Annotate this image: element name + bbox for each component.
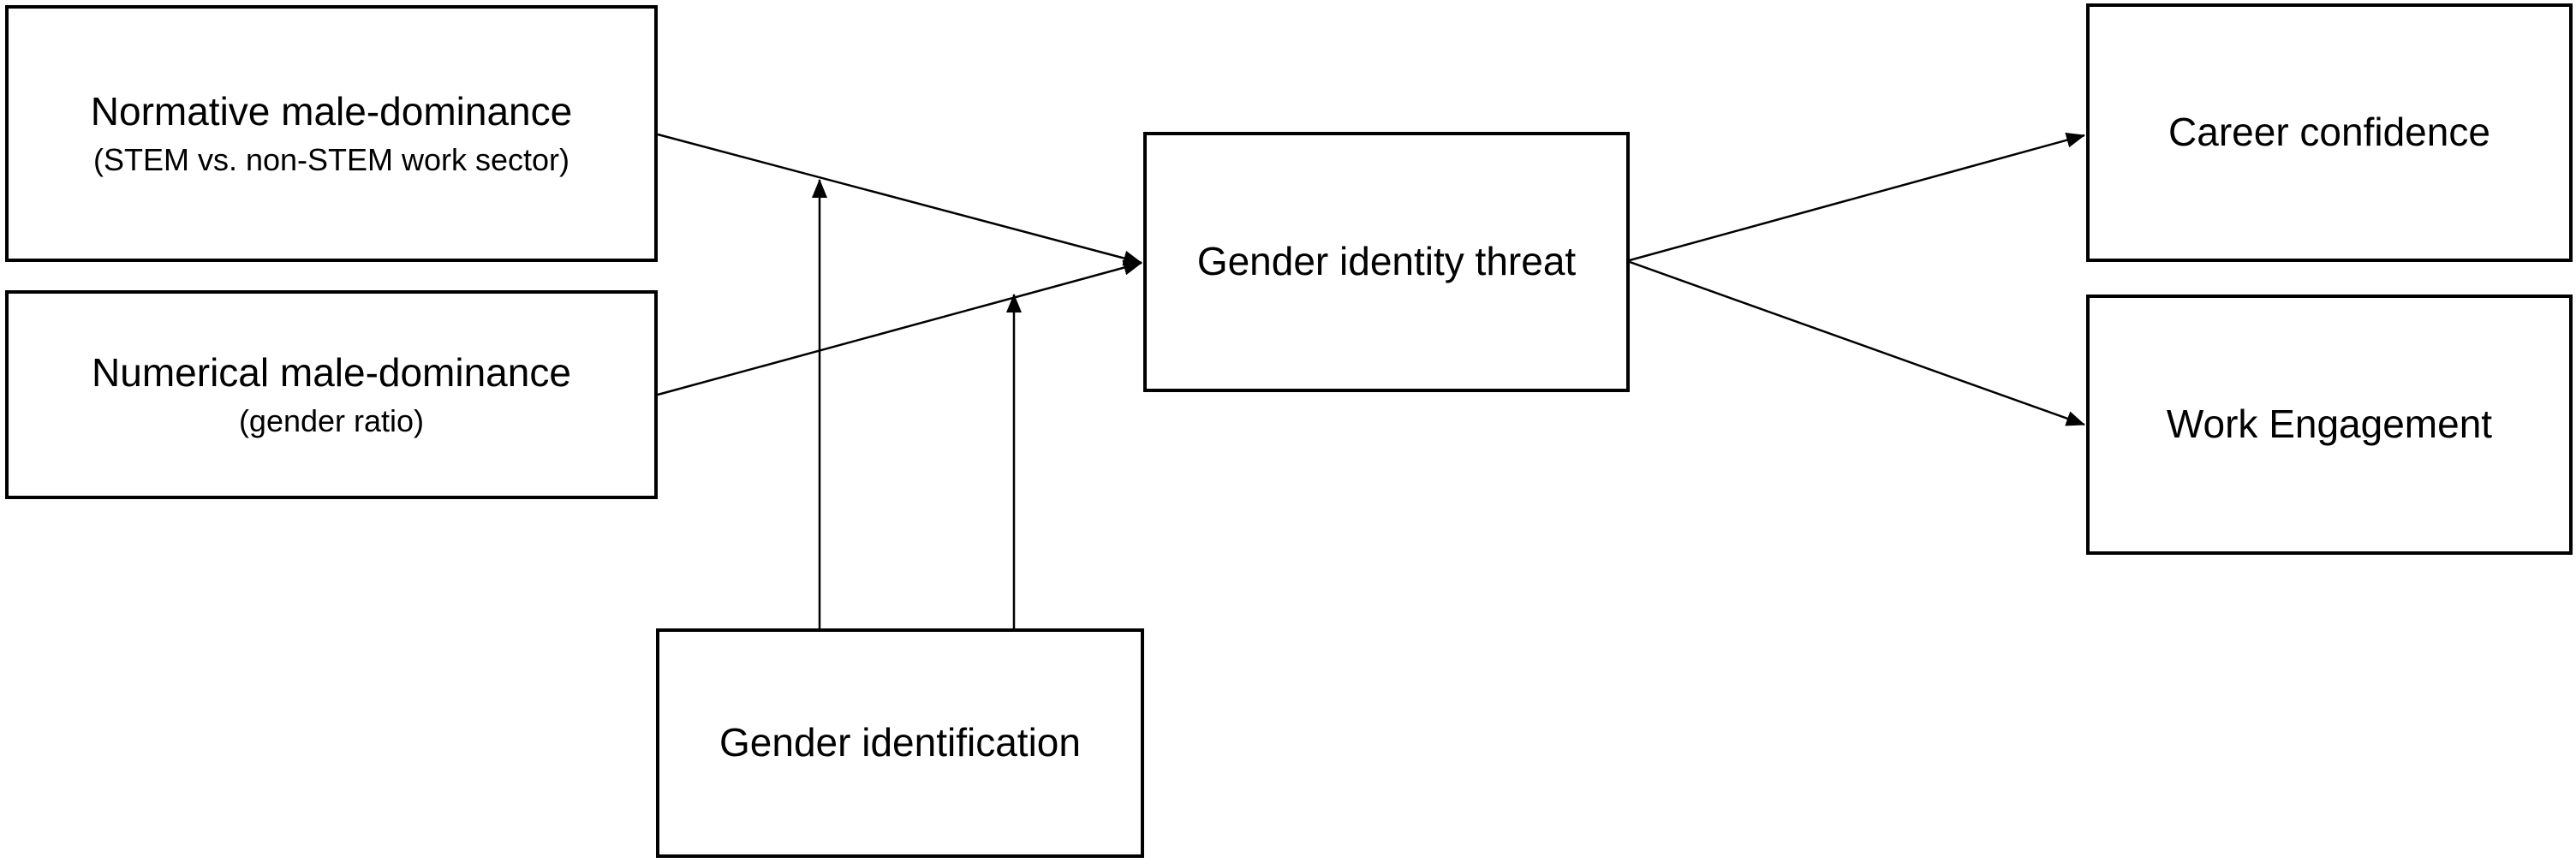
node-gender-identity-threat: Gender identity threat bbox=[1143, 132, 1630, 392]
node-threat-label: Gender identity threat bbox=[1196, 239, 1577, 284]
node-numerical-label: Numerical male-dominance bbox=[92, 349, 571, 395]
node-gender-identification-label: Gender identification bbox=[719, 720, 1081, 765]
arrow-threat-to-career bbox=[1629, 132, 2085, 262]
node-gender-identification: Gender identification bbox=[656, 628, 1144, 858]
node-engagement-label: Work Engagement bbox=[2166, 402, 2493, 447]
node-numerical-male-dominance: Numerical male-dominance (gender ratio) bbox=[5, 290, 658, 499]
arrow-normative-to-threat bbox=[657, 133, 1142, 266]
node-normative-label: Normative male-dominance bbox=[90, 88, 573, 134]
node-normative-male-dominance: Normative male-dominance (STEM vs. non-S… bbox=[5, 5, 658, 262]
arrow-threat-to-engagement bbox=[1629, 260, 2085, 426]
node-normative-sublabel: (STEM vs. non-STEM work sector) bbox=[92, 142, 570, 178]
node-work-engagement: Work Engagement bbox=[2086, 295, 2573, 555]
node-career-confidence: Career confidence bbox=[2086, 3, 2573, 262]
node-career-label: Career confidence bbox=[2168, 110, 2490, 155]
arrow-numerical-to-threat bbox=[657, 259, 1142, 396]
node-numerical-sublabel: (gender ratio) bbox=[238, 403, 425, 439]
